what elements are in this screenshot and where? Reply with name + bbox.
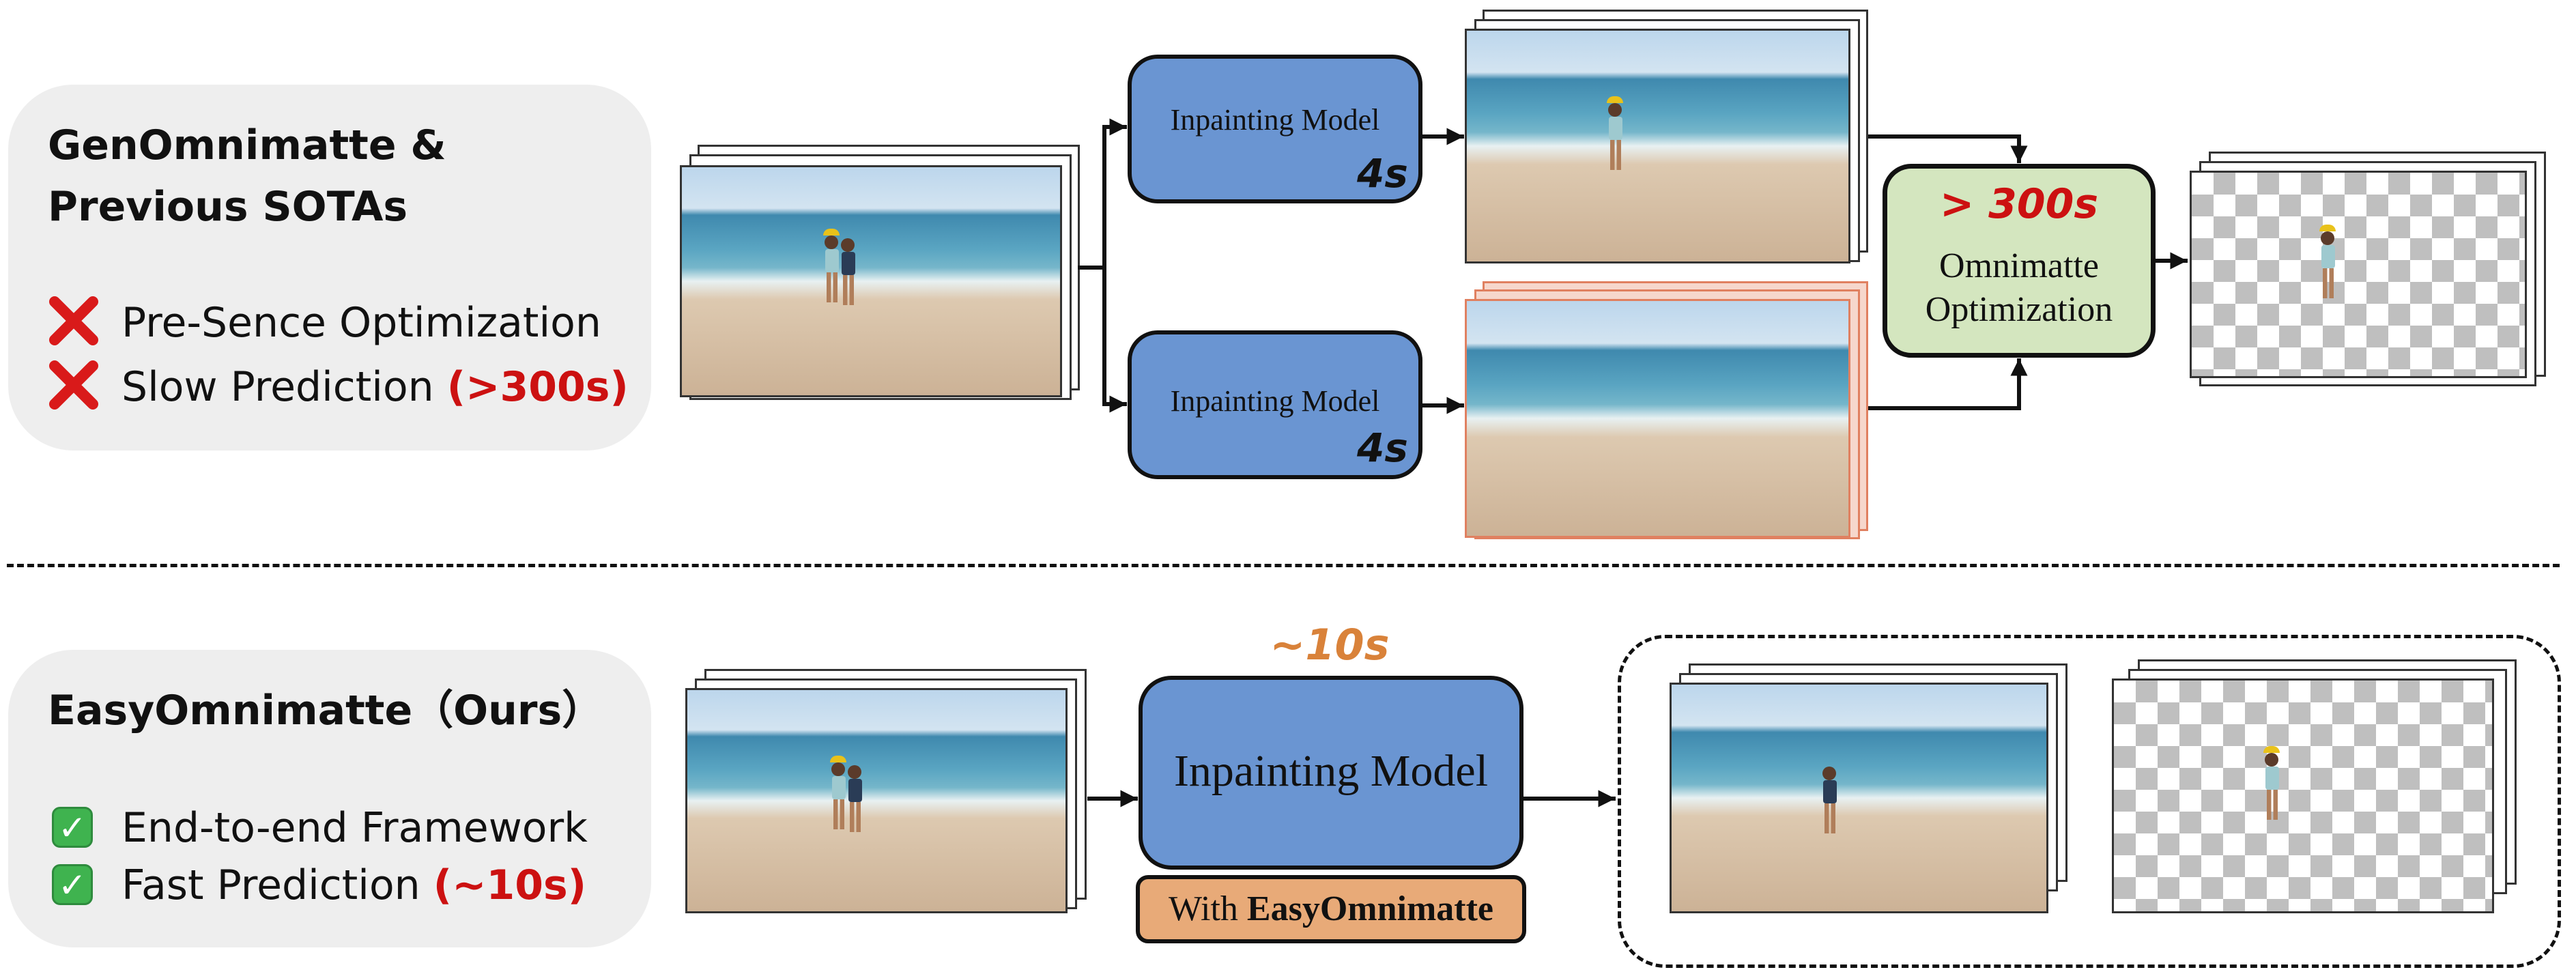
previous-methods-title-line2: Previous SOTAs [48,183,408,231]
ours-title: EasyOmnimatte（Ours） [48,687,603,734]
inpainting-model-upper [1128,55,1422,203]
top-result-frame [2190,171,2527,378]
omnimatte-optimization-time: > 300s [1939,180,2099,228]
ours-background-frame [1670,683,2048,913]
previous-item-2: Slow Prediction (>300s) [121,363,629,411]
check-mark-icon: ✓ [52,807,93,848]
easyomnimatte-addon-box [1136,875,1526,943]
ours-item-2: Fast Prediction (~10s) [121,861,587,909]
easyomnimatte-addon-label: With EasyOmnimatte [1169,889,1493,928]
ours-item-1: End-to-end Framework [121,804,588,852]
cross-mark-icon [49,296,98,345]
check-mark-icon: ✓ [52,864,93,905]
previous-methods-panel [8,85,651,451]
inpainting-model-upper-label: Inpainting Model [1170,103,1380,137]
cross-mark-icon [49,360,98,410]
previous-item-1: Pre-Sence Optimization [121,299,601,347]
ours-output-group [1618,635,2561,968]
easyomnimatte-time: ~10s [1270,620,1390,670]
bottom-input-video-frame [685,688,1068,913]
input-video-frame [680,165,1062,397]
upper-output-frame [1465,29,1850,263]
ours-foreground-frame [2112,678,2494,913]
section-separator [7,564,2560,567]
inpainting-model-lower [1128,330,1422,479]
inpainting-model-lower-time: 4s [1357,425,1408,471]
inpainting-model-ours [1139,676,1523,870]
lower-output-frame [1465,299,1850,538]
inpainting-model-ours-label: Inpainting Model [1173,746,1489,796]
omnimatte-optimization-box [1883,164,2156,358]
ours-panel [8,650,651,947]
inpainting-model-lower-label: Inpainting Model [1170,384,1380,418]
previous-methods-title-line1: GenOmnimatte & [48,121,446,169]
omnimatte-optimization-label-line2: Optimization [1925,290,2113,329]
inpainting-model-upper-time: 4s [1357,150,1408,197]
omnimatte-optimization-label-line1: Omnimatte [1939,246,2099,285]
